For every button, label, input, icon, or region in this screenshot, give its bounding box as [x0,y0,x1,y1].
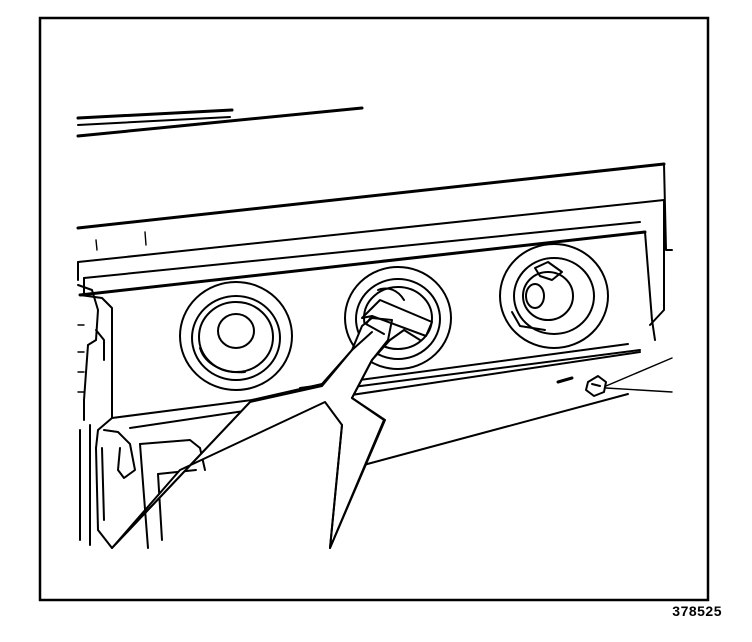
knob-removal-tool [111,299,433,549]
figure-id-label: 378525 [672,603,722,619]
indicator-bulb [585,375,607,397]
lower-dash-structure [139,439,206,549]
callout-leader-lines [605,357,673,393]
panel-upper-shelf [76,162,673,326]
figure-frame [38,16,710,602]
indicator-slot [556,376,574,384]
right-control-knob [499,243,609,349]
left-control-knob [179,281,293,391]
dash-top-edge [76,106,364,138]
panel-left-trim [77,284,136,549]
